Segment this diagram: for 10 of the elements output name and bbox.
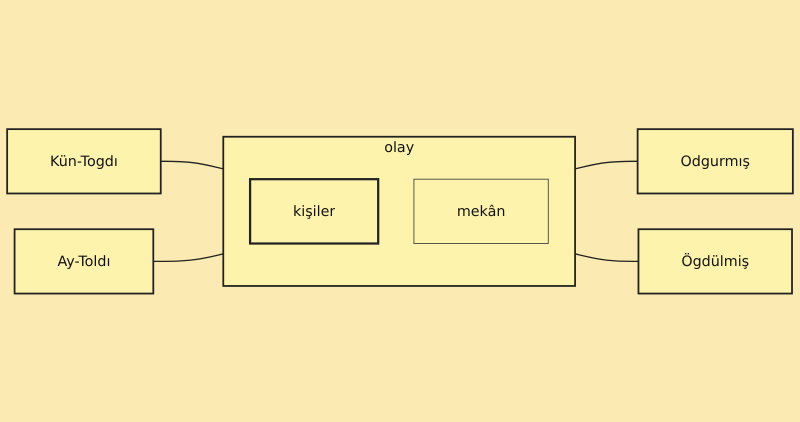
connector bbox=[153, 252, 224, 262]
node-box: Ay-Toldı bbox=[14, 228, 154, 294]
node-box: Ögdülmiş bbox=[638, 228, 793, 294]
connector bbox=[574, 160, 638, 170]
node-box: mekân bbox=[413, 178, 549, 244]
node-box: Odgurmış bbox=[636, 128, 794, 194]
connector bbox=[160, 160, 224, 170]
connector bbox=[574, 252, 638, 262]
node-box: kişiler bbox=[248, 178, 380, 244]
node-box: Kün-Togdı bbox=[6, 128, 162, 194]
